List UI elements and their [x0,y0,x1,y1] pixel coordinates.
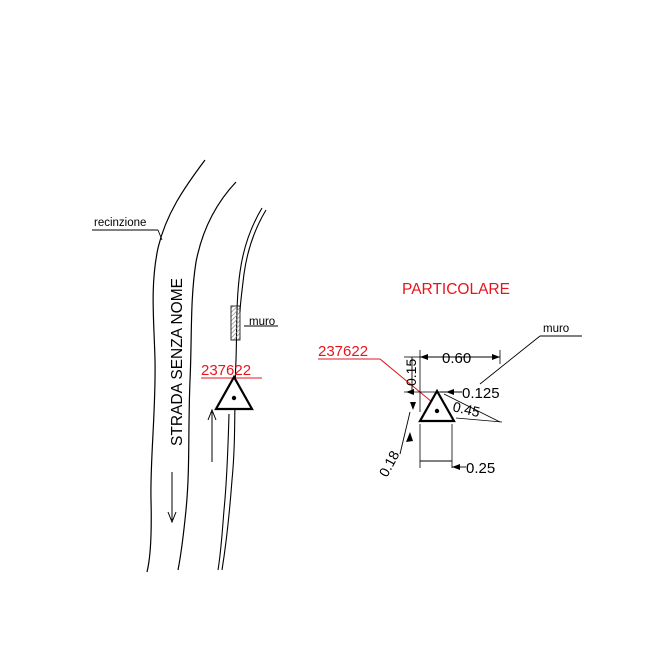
detail-wall-leader [479,335,541,385]
dim-lower-left-line [399,411,411,455]
arrow-up-icon [207,408,217,462]
station-id-plan: 237622 [201,362,251,379]
dim-diagonal-line [443,393,501,423]
detail-wall-label: muro [543,323,569,335]
dim-lower-left: 0.18 [376,448,403,480]
fence-line [146,159,206,573]
dim-diagonal-ext [455,417,503,423]
dim-top-arrow-left [420,354,428,360]
dim-left-arrow-bottom [410,402,416,410]
dim-top-arrow-right [492,354,500,360]
wall-label: muro [249,316,275,328]
dim-bottom-width: 0.25 [466,460,495,477]
fence-label: recinzione [94,217,146,229]
triangle-with-dot-icon [214,374,254,411]
arrow-down-icon [167,472,177,524]
detail-view: PARTICOLARE muro 237622 0.60 0.15 0.125 … [318,281,582,479]
station-id-detail: 237622 [318,343,368,360]
road-name: STRADA SENZA NOME [169,278,186,446]
dim-bottom-arrow [452,464,460,470]
plan-view: recinzione muro STRADA SENZA NOME 237622 [92,159,278,573]
fence-leader-tip [157,229,163,241]
dim-diagonal: 0.45 [451,398,481,420]
dim-left-height: 0.15 [403,359,419,386]
marker-dot [231,395,237,401]
road-edge-right [177,181,237,571]
wall-outline-inner [239,209,267,313]
dim-top-width: 0.60 [442,350,471,367]
dim-left-arrow-top [406,389,414,395]
detail-marker-dot [434,408,440,414]
detail-title: PARTICOLARE [402,281,510,298]
triangle-with-dot-icon [418,388,456,423]
wall-outline-lower [217,413,230,571]
dim-offset: 0.125 [462,385,500,402]
wall-hatch [230,305,241,341]
dim-offset-arrow [446,389,454,395]
dim-lower-left-arrow [406,432,413,442]
wall-outline [221,207,263,571]
station-id-detail-leader [379,358,433,403]
